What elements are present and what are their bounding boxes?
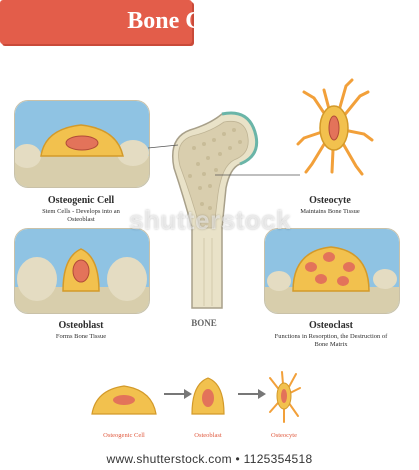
- osteocyte-cell-illustration: [296, 78, 374, 176]
- bone-illustration: [172, 111, 259, 309]
- osteoclast-description: Functions in Resorption, the Destruction…: [274, 333, 388, 349]
- page-title: Bone Cell Types: [127, 8, 292, 34]
- osteoblast-title: Osteoblast: [58, 320, 104, 331]
- osteocyte-title: Osteocyte: [309, 195, 351, 206]
- arrow-right-icon: [238, 389, 266, 399]
- osteoclast-cell-illustration: [265, 229, 399, 313]
- osteoclast-title: Osteoclast: [309, 320, 353, 331]
- osteogenic-cell-illustration: [15, 101, 149, 187]
- footer-text: www.shutterstock.com • 1125354518: [106, 452, 313, 466]
- differentiation-sequence: [91, 371, 301, 423]
- watermark: shutterstock: [128, 205, 292, 235]
- osteocyte-description: Maintains Bone Tissue: [300, 208, 360, 215]
- osteoblast-description: Forms Bone Tissue: [55, 333, 107, 340]
- sequence-label-osteocyte: Osteocyte: [271, 432, 297, 439]
- footer-bar: www.shutterstock.com • 1125354518: [0, 448, 419, 470]
- bone-label: BONE: [191, 318, 217, 328]
- title-banner: Bone Cell Types: [0, 0, 292, 44]
- osteoclast-panel: [264, 228, 400, 314]
- osteoblast-panel: [14, 228, 150, 314]
- arrow-right-icon: [164, 389, 192, 399]
- osteogenic-panel: [14, 100, 150, 188]
- osteogenic-description: Stem Cells - Develops into an Osteoblast: [42, 208, 120, 224]
- osteogenic-title: Osteogenic Cell: [47, 195, 115, 206]
- sequence-label-osteogenic: Osteogenic Cell: [103, 432, 145, 439]
- sequence-label-osteoblast: Osteoblast: [194, 432, 222, 439]
- osteoblast-cell-illustration: [15, 229, 149, 313]
